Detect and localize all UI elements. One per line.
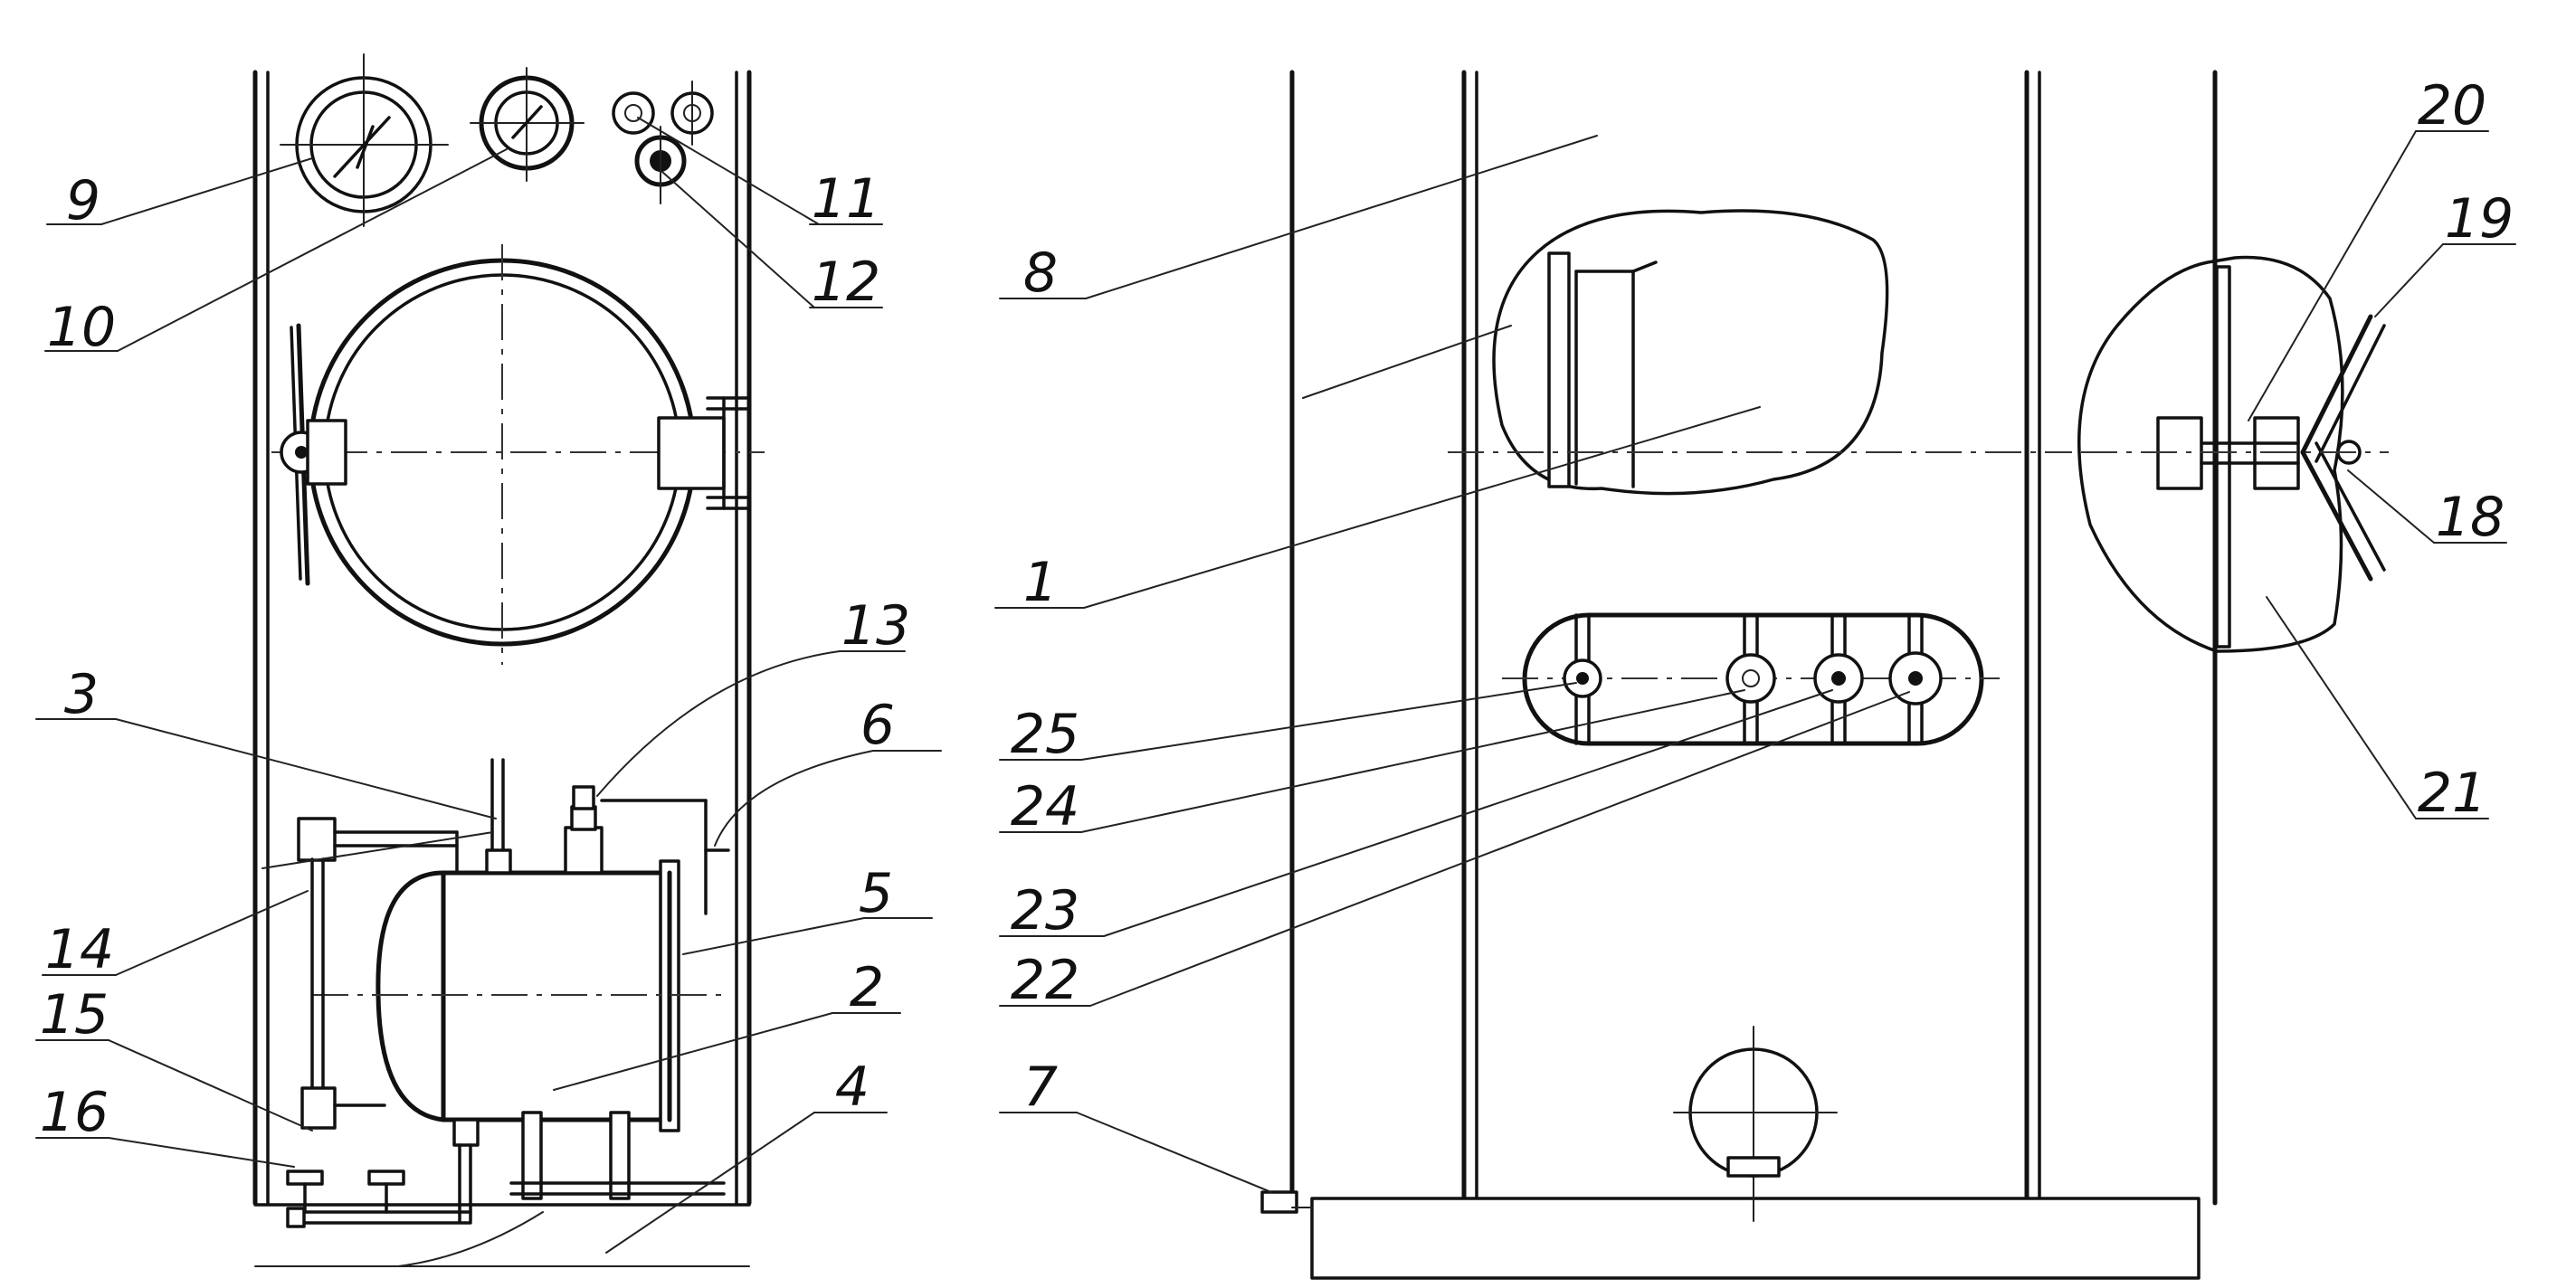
label-19: 19 xyxy=(2445,187,2514,251)
label-1: 1 xyxy=(1023,551,1058,614)
leader-lines-left xyxy=(35,117,942,1267)
label-20: 20 xyxy=(2418,74,2486,137)
label-13: 13 xyxy=(841,594,910,658)
label-15: 15 xyxy=(40,983,109,1046)
cutout-door xyxy=(1448,209,2072,496)
valve-11 xyxy=(612,80,714,146)
label-7: 7 xyxy=(1023,1056,1058,1119)
gauge-9 xyxy=(280,53,449,227)
label-16: 16 xyxy=(40,1081,109,1144)
valve-25 xyxy=(1563,613,1602,745)
label-10: 10 xyxy=(47,296,116,359)
callout-labels: 9 10 11 12 13 3 6 5 14 2 15 4 16 8 1 25 … xyxy=(40,74,2514,1144)
label-8: 8 xyxy=(1023,242,1058,305)
label-4: 4 xyxy=(835,1056,870,1119)
label-22: 22 xyxy=(1011,949,1079,1012)
side-view xyxy=(994,70,2516,1280)
drain-port xyxy=(1673,1026,1838,1222)
gauge-10 xyxy=(470,67,585,182)
valve-22 xyxy=(1888,613,1943,745)
label-14: 14 xyxy=(45,918,114,981)
label-11: 11 xyxy=(812,167,880,231)
front-view xyxy=(35,53,942,1267)
leader-lines-right xyxy=(994,130,2516,1193)
label-21: 21 xyxy=(2418,762,2486,825)
valve-23 xyxy=(1813,613,1864,745)
valve-12 xyxy=(634,126,687,204)
label-18: 18 xyxy=(2436,486,2505,549)
steam-generator xyxy=(286,758,730,1228)
label-12: 12 xyxy=(812,251,880,314)
valve-24 xyxy=(1725,613,1776,745)
label-24: 24 xyxy=(1011,775,1079,838)
label-5: 5 xyxy=(859,862,893,925)
valve-manifold xyxy=(1502,612,2000,746)
label-23: 23 xyxy=(1011,879,1079,942)
label-2: 2 xyxy=(850,956,884,1019)
label-9: 9 xyxy=(66,169,100,232)
door-hatch xyxy=(271,244,765,665)
label-6: 6 xyxy=(860,694,895,757)
side-door xyxy=(2077,255,2389,653)
label-3: 3 xyxy=(64,663,99,726)
label-25: 25 xyxy=(1011,703,1079,766)
